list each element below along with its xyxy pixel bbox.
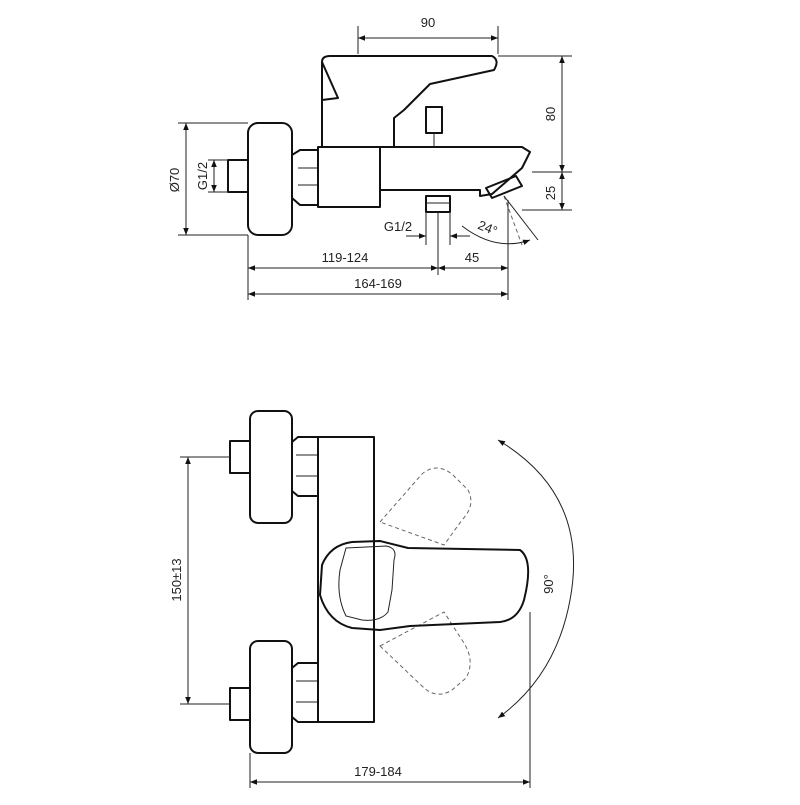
diverter-knob — [425, 106, 443, 134]
mixer-body — [317, 146, 381, 208]
dim-spout-offset: 45 — [465, 250, 479, 265]
dim-rotation: 90° — [541, 574, 556, 594]
dim-projection-total: 164-169 — [354, 276, 402, 291]
rosette-disc — [247, 122, 293, 236]
dim-thread-outlet: G1/2 — [384, 219, 412, 234]
inlet-stub — [227, 159, 249, 193]
dim-lever-depth: 90 — [421, 15, 435, 30]
bottom-hex-nut — [291, 662, 319, 723]
bottom-inlet-stub — [229, 687, 251, 721]
dim-centres: 150±13 — [169, 558, 184, 601]
hex-nut — [291, 149, 319, 206]
outlet-fitting — [425, 195, 451, 213]
dim-thread-inlet: G1/2 — [195, 162, 210, 190]
lever-rotated-up — [379, 467, 472, 546]
aerator — [485, 175, 523, 199]
dim-spout-drop: 25 — [543, 186, 558, 200]
rotation-arc — [497, 439, 575, 719]
top-inlet-stub — [229, 440, 251, 474]
bottom-rosette — [249, 640, 293, 754]
front-view: 90° 150±13 179-184 — [169, 410, 575, 788]
spout — [379, 146, 531, 197]
top-hex-nut — [291, 436, 319, 497]
front-body — [317, 436, 375, 723]
dim-overall-width: 179-184 — [354, 764, 402, 779]
top-rosette — [249, 410, 293, 524]
dim-rosette-diameter: Ø70 — [167, 168, 182, 193]
lever-front — [319, 540, 530, 631]
side-view: 90 80 25 Ø70 G1/2 G1/2 24° — [167, 15, 572, 300]
lever — [321, 55, 498, 148]
dim-height-total: 80 — [543, 107, 558, 121]
dim-projection-body: 119-124 — [322, 250, 369, 265]
dim-spout-angle: 24° — [476, 217, 500, 238]
